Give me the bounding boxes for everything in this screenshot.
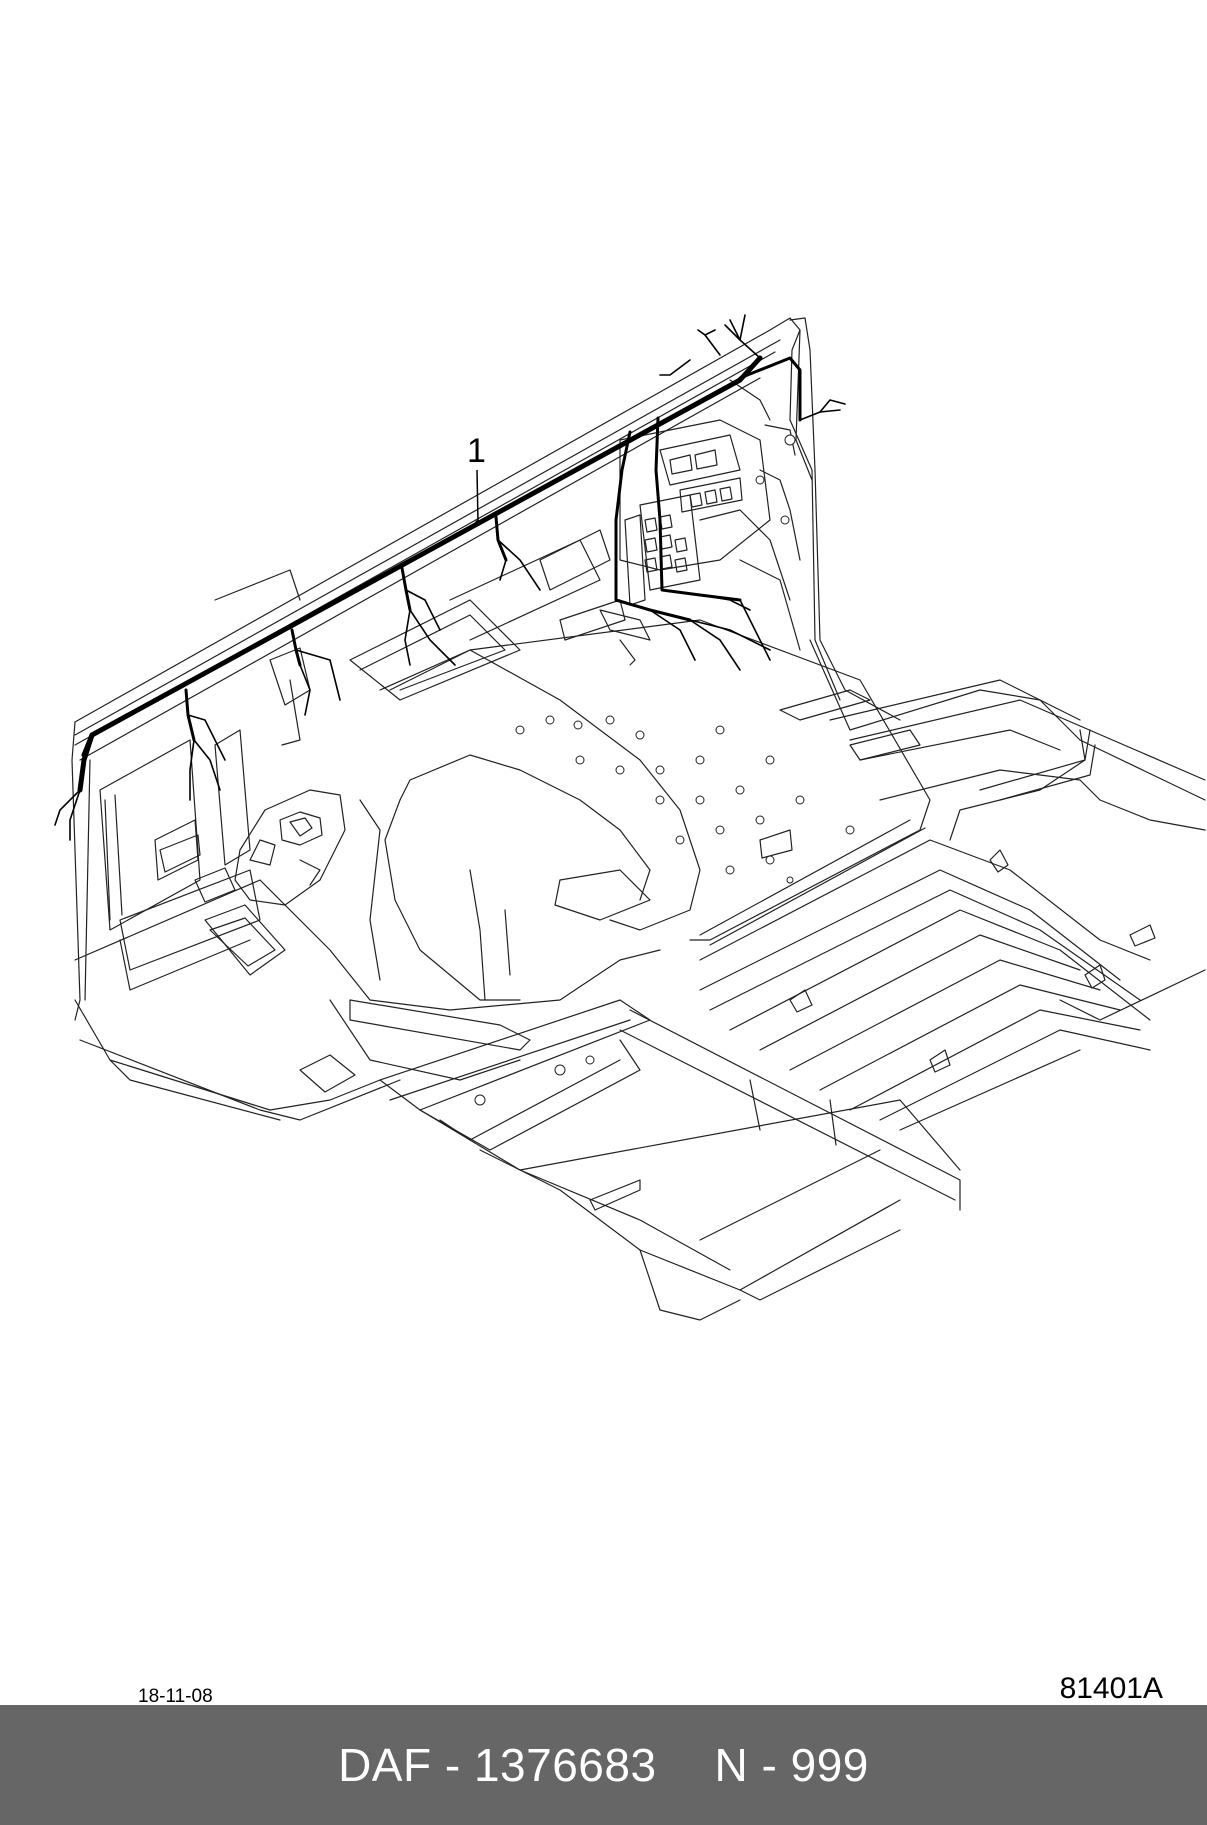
quantity: N - 999 (714, 1739, 869, 1791)
lower-crossmember (299, 999, 961, 1321)
cab-floor-outline (74, 867, 731, 1271)
left-wall-details (99, 647, 311, 931)
part-number: DAF - 1376683 (338, 1739, 657, 1791)
right-wall-floor (779, 639, 1206, 841)
floor-plate (389, 619, 931, 946)
ribbed-floor-section (699, 839, 1206, 1131)
engine-tunnel (349, 649, 701, 1051)
rear-wall-outline (71, 317, 901, 1021)
wiring-harness-diagram (54, 314, 1206, 1321)
vent-canister (234, 789, 346, 906)
footer-bar: DAF - 1376683 N - 999 (0, 1705, 1207, 1825)
callout-label: 1 (467, 432, 486, 470)
callout-leader (476, 469, 479, 524)
date-stamp: 18-11-08 (138, 1686, 213, 1707)
wall-recesses (214, 529, 626, 701)
wiring-harness (54, 314, 846, 841)
illustration-code: 81401A (1059, 1672, 1163, 1705)
callout-dot (475, 520, 481, 526)
